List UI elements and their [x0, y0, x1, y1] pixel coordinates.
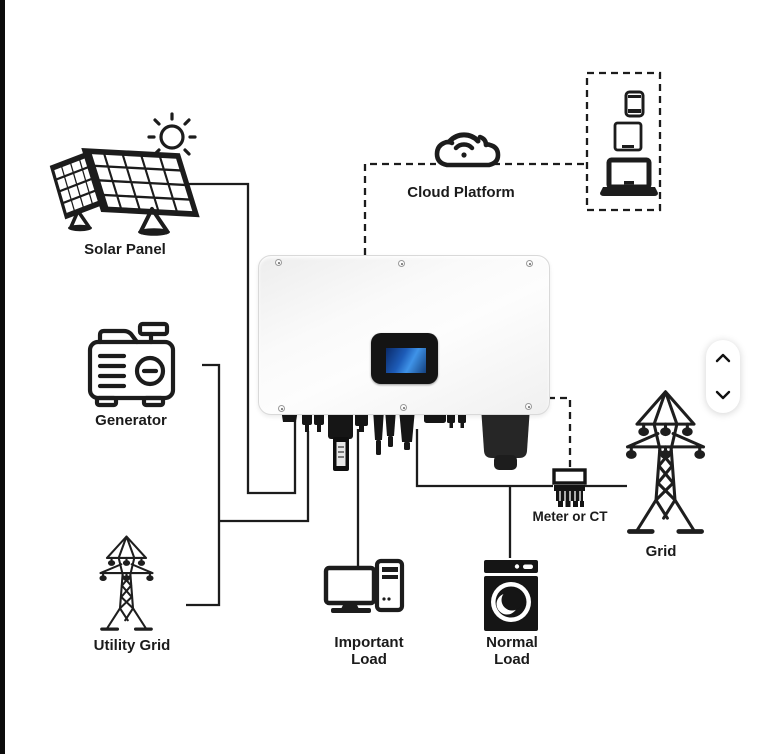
chevron-up-icon	[715, 354, 731, 363]
solar-panel-label: Solar Panel	[84, 241, 166, 258]
screw-icon	[275, 259, 282, 266]
inverter-screen	[386, 348, 426, 373]
wire-junction-to-inverter	[219, 431, 310, 523]
connection-lines	[186, 182, 627, 607]
generator-icon	[87, 321, 176, 408]
important-load-line1: Important	[334, 634, 404, 651]
grid-label: Grid	[645, 543, 677, 560]
normal-load-line1: Normal	[486, 634, 538, 651]
inverter-connectors	[281, 407, 530, 471]
screw-icon	[526, 260, 533, 267]
important-load-line2: Load	[351, 651, 387, 668]
utility-grid-tower-icon	[98, 534, 155, 631]
dashed-links	[363, 71, 662, 469]
normal-load-line2: Load	[494, 651, 530, 668]
inverter-body	[258, 255, 550, 415]
inverter-display	[371, 333, 438, 384]
utility-grid-label: Utility Grid	[93, 637, 171, 654]
dash-inverter-to-meter	[548, 396, 572, 469]
generator-label: Generator	[95, 412, 167, 429]
screw-icon	[278, 405, 285, 412]
dash-inverter-to-cloud	[363, 162, 436, 255]
meter-icon	[552, 468, 587, 507]
image-edge-bar	[0, 0, 5, 754]
screw-icon	[398, 260, 405, 267]
phone-icon	[624, 90, 645, 118]
meter-label: Meter or CT	[532, 509, 608, 524]
screw-icon	[400, 404, 407, 411]
computer-icon	[323, 558, 405, 613]
washing-machine-icon	[484, 560, 538, 631]
chevron-down-icon	[715, 390, 731, 399]
wire-generator-utility	[186, 363, 221, 607]
tablet-icon	[613, 121, 643, 152]
wire-inverter-to-meter	[415, 429, 553, 488]
wire-solar-to-inverter	[188, 182, 297, 495]
grid-tower-icon	[628, 392, 704, 532]
cloud-platform-label: Cloud Platform	[407, 184, 515, 201]
carousel-scroll-control	[706, 340, 740, 413]
laptop-icon	[600, 157, 658, 196]
important-load-label: Important Load	[334, 634, 403, 668]
devices-dashed-box	[585, 71, 662, 212]
solar-panel-icon	[49, 147, 200, 236]
chevron-down-button[interactable]	[706, 377, 740, 414]
chevron-up-button[interactable]	[706, 340, 740, 377]
screw-icon	[525, 403, 532, 410]
cloud-wifi-icon	[434, 132, 501, 168]
normal-load-label: Normal Load	[486, 634, 538, 668]
